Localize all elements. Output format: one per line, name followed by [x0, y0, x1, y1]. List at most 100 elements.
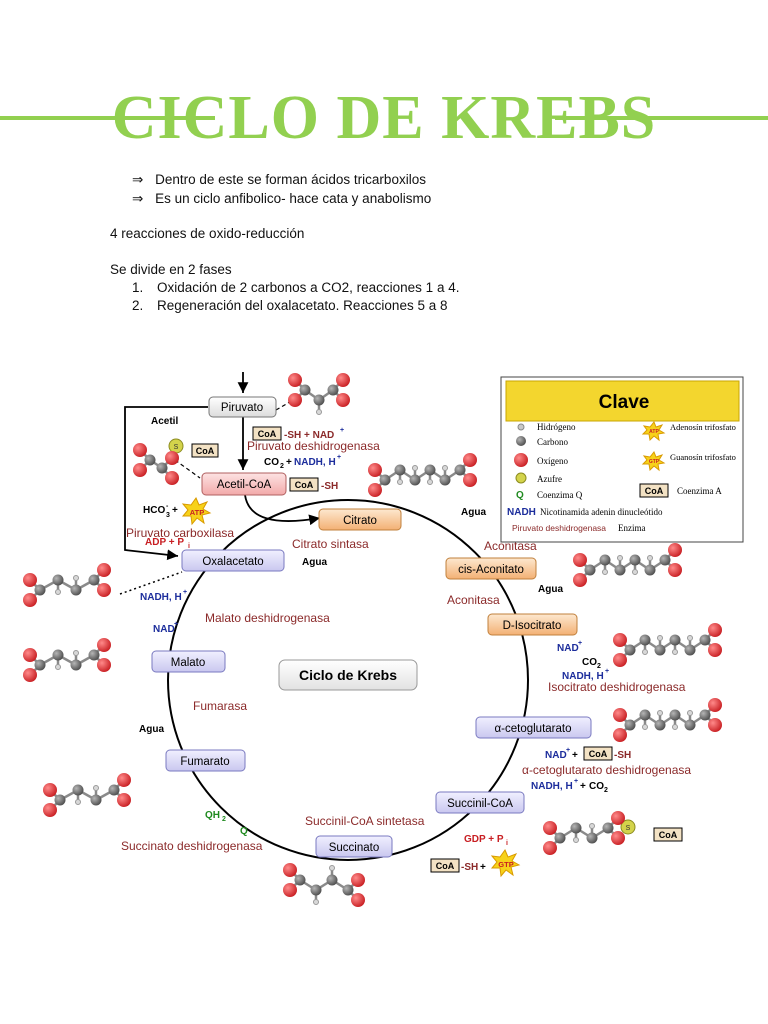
- carbon-atom-icon: [294, 874, 306, 886]
- sulfur-label: S: [626, 825, 631, 832]
- legend-symbol-nadh: NADH: [507, 507, 536, 518]
- carbon-atom-icon: [313, 394, 325, 406]
- coa-tag: CoA: [258, 429, 277, 439]
- oxygen-atom-icon: [97, 583, 111, 597]
- carbon-atom-icon: [602, 822, 614, 834]
- hydrogen-atom-icon: [657, 635, 663, 641]
- succinato-label: Succinato: [329, 842, 380, 854]
- enzyme-piruvato-deshidrogenasa: Piruvato deshidrogenasa: [247, 439, 380, 453]
- carbon-atom-icon: [156, 462, 168, 474]
- carbon-atom-icon: [584, 564, 596, 576]
- node-fumarato: Fumarato: [165, 749, 246, 772]
- nadh-h-label-4: NADH, H: [531, 781, 573, 792]
- adp-pi-label: ADP + P: [145, 537, 184, 548]
- sh-label-2: -SH: [614, 750, 631, 761]
- enzyme-malato-deshidrogenasa: Malato deshidrogenasa: [205, 611, 330, 625]
- oxygen-atom-icon: [613, 653, 627, 667]
- bullet-text: Es un ciclo anfibolico- hace cata y anab…: [155, 191, 432, 206]
- phase-number: 1.: [132, 280, 144, 295]
- node-acetil-coa: Acetil-CoA: [201, 472, 287, 496]
- cis-aconitato-label: cis-Aconitato: [458, 564, 524, 576]
- carbon-atom-icon: [310, 884, 322, 896]
- hydrogen-atom-icon: [313, 899, 319, 905]
- legend-box: Clave Hidrógeno Carbono Oxígeno Azufre Q…: [500, 376, 744, 543]
- legend-symbol-atp: ATP: [649, 429, 659, 435]
- node-succinato: Succinato: [315, 835, 393, 858]
- nad-sup-3: +: [566, 747, 570, 754]
- carbon-atom-icon: [88, 649, 100, 661]
- oxygen-atom-icon: [613, 708, 627, 722]
- oxygen-atom-icon: [668, 543, 682, 557]
- oxygen-atom-icon: [23, 648, 37, 662]
- legend-title: Clave: [599, 392, 650, 413]
- oxygen-atom-icon: [463, 473, 477, 487]
- oxygen-atom-icon: [573, 553, 587, 567]
- co2-label: CO: [264, 457, 279, 468]
- nad-sup-1: +: [174, 621, 178, 628]
- oxygen-atom-icon: [463, 453, 477, 467]
- carbon-atom-icon: [299, 384, 311, 396]
- q-label: Q: [240, 826, 248, 837]
- legend-label-atp: Adenosín trifosfato: [670, 422, 736, 432]
- piruvato-label: Piruvato: [221, 402, 263, 414]
- page-title: CICLO DE KREBS: [111, 84, 657, 152]
- phases-intro: Se divide en 2 fases: [110, 262, 232, 277]
- oxygen-atom-icon: [165, 471, 179, 485]
- hydrogen-atom-icon: [412, 465, 418, 471]
- carbon-atom-icon: [669, 709, 681, 721]
- qh2-sub: 2: [222, 816, 226, 823]
- carbon-atom-icon: [326, 874, 338, 886]
- molecule-models: [23, 373, 722, 907]
- carbon-atom-icon: [52, 649, 64, 661]
- oxygen-atom-icon: [351, 893, 365, 907]
- oxygen-atom-icon: [336, 373, 350, 387]
- hydrogen-atom-icon: [657, 710, 663, 716]
- carbon-atom-icon: [699, 709, 711, 721]
- hydrogen-atom-icon: [672, 724, 678, 730]
- oxygen-atom-icon: [23, 668, 37, 682]
- legend-label-coa: Coenzima A: [677, 486, 722, 496]
- carbon-atom-icon: [54, 794, 66, 806]
- sh-label: -SH: [321, 481, 338, 492]
- oxygen-atom-icon: [573, 573, 587, 587]
- hydrogen-atom-icon: [687, 710, 693, 716]
- coa-tag-3: CoA: [589, 749, 608, 759]
- legend-label-enzima: Enzima: [618, 523, 646, 533]
- qh2-label: QH: [205, 810, 220, 821]
- oxygen-atom-icon: [611, 811, 625, 825]
- carbon-atom-icon: [379, 474, 391, 486]
- adp-pi-sub: i: [188, 543, 190, 550]
- legend-atp-icon: [641, 421, 666, 442]
- agua-label-1: Agua: [461, 507, 486, 518]
- atp-star-icon: ATP: [181, 496, 212, 526]
- hydrogen-atom-icon: [632, 569, 638, 575]
- carbon-atom-icon: [654, 644, 666, 656]
- acetil-mol-link: [174, 459, 201, 479]
- malato-label: Malato: [171, 657, 206, 669]
- nad-label-1: NAD: [153, 624, 175, 635]
- node-citrato: Citrato: [318, 508, 402, 531]
- hydrogen-atom-icon: [442, 465, 448, 471]
- node-cis-aconitato: cis-Aconitato: [445, 557, 537, 580]
- co2-sub: 2: [280, 463, 284, 470]
- oxygen-atom-icon: [43, 783, 57, 797]
- co2-label-2: CO: [582, 657, 597, 668]
- enzyme-citrato-sintasa: Citrato sintasa: [292, 537, 369, 551]
- hydrogen-atom-icon: [397, 479, 403, 485]
- hydrogen-atom-icon: [73, 575, 79, 581]
- carbon-atom-icon: [454, 464, 466, 476]
- sh-label-3: -SH: [461, 862, 478, 873]
- nad-plus-sup: +: [340, 427, 344, 434]
- gtp-label: GTP: [498, 860, 513, 869]
- acetil-to-citrato-arrow: [244, 494, 321, 526]
- legend-symbol-coa: CoA: [645, 486, 664, 496]
- node-d-isocitrato: D-Isocitrato: [487, 613, 578, 636]
- sh-nad-label: -SH + NAD: [284, 430, 334, 441]
- nadh-h-sup-3: +: [605, 668, 609, 675]
- carbon-atom-icon: [70, 659, 82, 671]
- oxygen-atom-icon: [283, 883, 297, 897]
- oxygen-atom-icon: [543, 821, 557, 835]
- carbon-atom-icon: [684, 719, 696, 731]
- oxygen-atom-icon: [708, 643, 722, 657]
- hydrogen-atom-icon: [617, 555, 623, 561]
